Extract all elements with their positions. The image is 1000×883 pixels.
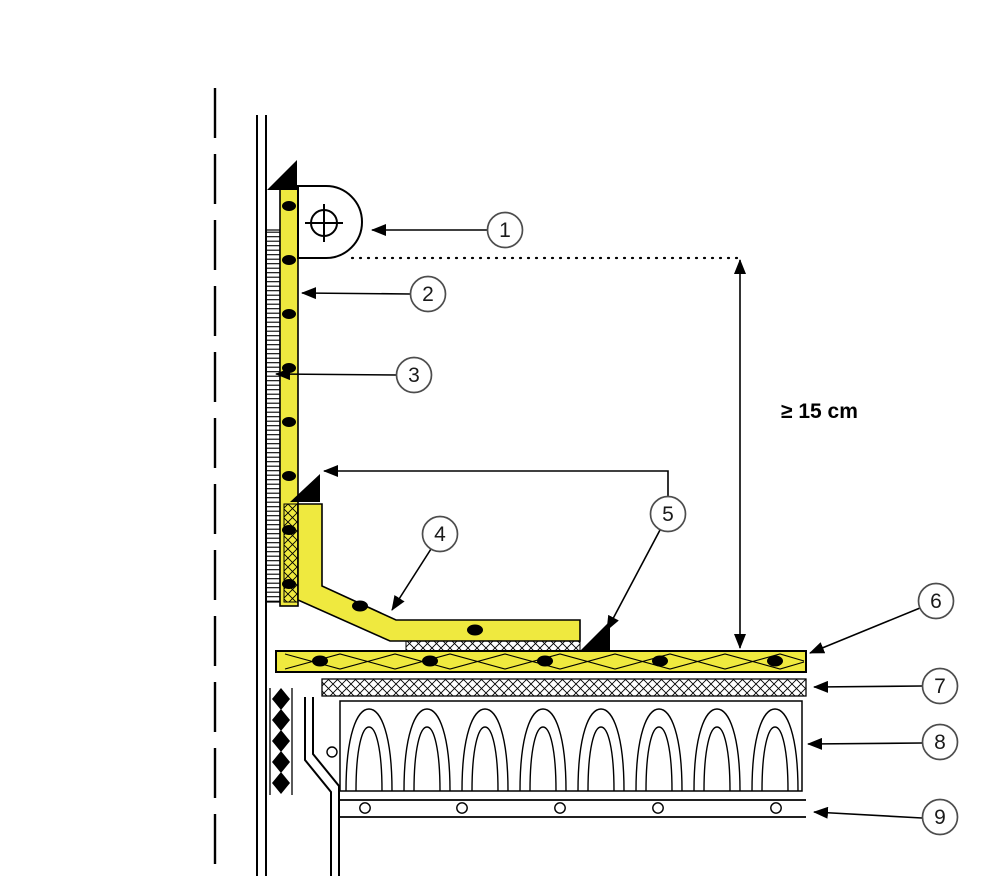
- callout-4: 4: [421, 515, 459, 553]
- mid-fillet-wedge-icon: [290, 474, 320, 502]
- backer-diamonds: [272, 688, 290, 794]
- low-fillet-wedge-icon: [580, 621, 610, 651]
- leader-6: [809, 607, 921, 654]
- callout-7-label: 7: [934, 675, 946, 698]
- callout-3-label: 3: [408, 364, 420, 387]
- lining-fastener-circle: [326, 746, 338, 758]
- membrane-step: [297, 503, 581, 642]
- callout-1: 1: [486, 211, 524, 249]
- leader-7: [813, 680, 923, 693]
- membrane-step-weld-dots: [352, 600, 483, 636]
- callout-2: 2: [409, 275, 447, 313]
- callout-4-label: 4: [434, 523, 446, 546]
- dimension: ≥ 15 cm: [350, 256, 858, 649]
- roof-membrane-weld-dots: [312, 655, 783, 667]
- leader-lines: [275, 224, 923, 819]
- insulation-band: [339, 700, 803, 792]
- callout-3: 3: [395, 356, 433, 394]
- step-underlay-hatch: [405, 640, 581, 652]
- fastener-symbol-icon: [305, 204, 343, 242]
- callout-9: 9: [921, 798, 959, 836]
- callouts: 1 2 3 4 5 6 7 8: [395, 211, 959, 836]
- callout-8: 8: [921, 723, 959, 761]
- callout-8-label: 8: [934, 731, 946, 754]
- step-separator-hatch: [283, 503, 299, 603]
- top-fillet-wedge-icon: [267, 160, 297, 190]
- clamping-profile: [297, 185, 363, 259]
- leader-8: [807, 737, 923, 750]
- backer-rod-column: [269, 688, 293, 795]
- leader-4: [391, 548, 432, 611]
- callout-5-label: 5: [662, 503, 674, 526]
- parapet-wall: [256, 115, 267, 876]
- deck-layer: [339, 799, 806, 818]
- deck-fastener-circles: [359, 802, 782, 814]
- leader-5a: [323, 465, 669, 497]
- leader-2: [301, 287, 411, 300]
- leader-9: [813, 806, 923, 819]
- roof-membrane-band: [275, 650, 807, 673]
- callout-1-label: 1: [499, 219, 511, 242]
- callout-6: 6: [917, 582, 955, 620]
- callout-6-label: 6: [930, 590, 942, 613]
- dimension-label: ≥ 15 cm: [781, 400, 858, 423]
- callout-5: 5: [649, 495, 687, 533]
- leader-3: [275, 368, 398, 381]
- callout-9-label: 9: [934, 806, 946, 829]
- wall-lining: [304, 697, 340, 876]
- separation-layer-band: [321, 678, 807, 697]
- callout-2-label: 2: [422, 283, 434, 306]
- protection-hatch-band: [265, 229, 281, 603]
- callout-7: 7: [921, 667, 959, 705]
- leader-5b: [606, 529, 661, 631]
